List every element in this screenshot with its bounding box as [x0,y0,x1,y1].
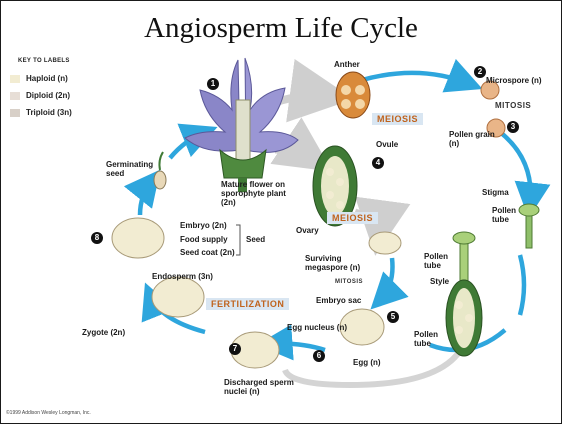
key-title: KEY TO LABELS [18,58,70,64]
step-4-badge: 4 [372,157,384,169]
step-2-badge: 2 [474,66,486,78]
label-pollen-tube-middle: Pollen tube [424,252,454,270]
label-pollen-tube-lower: Pollen tube [414,330,444,348]
label-endosperm: Endosperm (3n) [152,272,213,281]
label-ovary: Ovary [296,226,319,235]
key-item-triploid: Triploid (3n) [10,108,72,117]
key-swatch-diploid [10,92,20,100]
cycle-arrow-megaspore-to-embryo-sac [380,258,393,300]
label-discharged-sperm: Discharged sperm nuclei (n) [224,378,294,396]
step-5-badge: 5 [387,311,399,323]
fertilization-banner: FERTILIZATION [206,298,289,310]
label-microspore: Microspore (n) [486,76,542,85]
mature-flower-drawing [185,58,298,192]
endosperm-drawing [152,277,204,317]
meiosis-banner-top: MEIOSIS [372,113,423,125]
gray-arrow-flower-to-ovule [275,150,315,160]
label-embryo: Embryo (2n) [180,221,227,230]
label-embryo-sac: Embryo sac [316,296,361,305]
cycle-arrow-stigma-down [520,255,524,315]
step-3-badge: 3 [507,121,519,133]
label-seed: Seed [246,235,265,244]
key-swatch-triploid [10,109,20,117]
mitosis-label-top: MITOSIS [490,100,536,111]
label-zygote: Zygote (2n) [82,328,125,337]
step-6-badge: 6 [313,350,325,362]
label-seed-coat: Seed coat (2n) [180,248,235,257]
cycle-arrow-anther-to-microspore [362,73,470,84]
label-ovule: Ovule [376,140,398,149]
copyright-text: ©1999 Addison Wesley Longman, Inc. [6,410,91,416]
mitosis-label-mid: MITOSIS [330,278,368,286]
seed-drawing [112,218,164,258]
label-pollen-grain: Pollen grain (n) [449,130,499,148]
step-1-badge: 1 [207,78,219,90]
key-item-diploid: Diploid (2n) [10,91,70,100]
stigma-drawing [519,204,539,248]
label-anther: Anther [334,60,360,69]
anther-drawing [336,72,370,118]
step-8-badge: 8 [91,232,103,244]
cycle-arrow-seed-to-germinating [140,180,152,215]
label-pollen-tube-upper: Pollen tube [492,206,522,224]
label-egg-nucleus: Egg nucleus (n) [287,323,347,332]
meiosis-banner-mid: MEIOSIS [327,212,378,224]
key-item-haploid: Haploid (n) [10,74,68,83]
key-swatch-haploid [10,75,20,83]
label-germinating-seed: Germinating seed [106,160,158,178]
pistil-drawing [446,232,482,356]
step-7-badge: 7 [229,343,241,355]
megaspore-drawing [369,232,401,254]
label-style: Style [430,277,449,286]
label-egg: Egg (n) [353,358,381,367]
seed-bracket [236,225,240,255]
label-stigma: Stigma [482,188,509,197]
label-food-supply: Food supply [180,235,228,244]
label-mature-flower: Mature flower on sporophyte plant (2n) [221,180,295,207]
label-surviving-megaspore: Surviving megaspore (n) [305,254,373,272]
